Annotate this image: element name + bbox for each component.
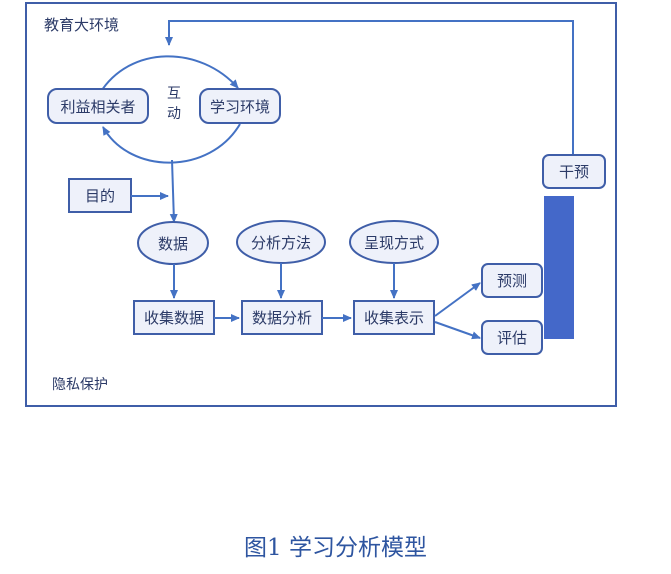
analyze-node xyxy=(241,300,323,335)
environment-label: 教育大环境 xyxy=(44,16,119,34)
analyze-label: 数据分析 xyxy=(252,309,312,327)
represent-to-predict-arrow xyxy=(434,282,481,317)
represent-to-evaluate-arrow xyxy=(434,321,481,340)
stakeholders-label: 利益相关者 xyxy=(60,98,135,116)
evaluate-node xyxy=(481,320,543,355)
goal-label: 目的 xyxy=(85,187,115,205)
privacy-label: 隐私保护 xyxy=(52,377,108,393)
stakeholders-node xyxy=(47,88,149,124)
represent-node xyxy=(353,300,435,335)
intervention-bar xyxy=(544,196,574,339)
feedback-arrow xyxy=(165,20,574,155)
predict-node xyxy=(481,263,543,298)
environment-frame xyxy=(25,2,617,407)
presentation-bubble-label: 呈现方式 xyxy=(364,234,424,252)
methods-bubble-label: 分析方法 xyxy=(251,234,311,252)
data-bubble-label: 数据 xyxy=(158,235,188,253)
cycle-to-data-arrow xyxy=(169,159,178,223)
learning-analytics-diagram: 教育大环境 隐私保护 利益相关者 学习环境 互 动 目的 数据 分析方法 呈现方… xyxy=(25,2,617,407)
interaction-label-line1: 互 xyxy=(167,86,181,102)
intervene-label: 干预 xyxy=(559,163,589,181)
predict-label: 预测 xyxy=(497,272,527,290)
evaluate-label: 评估 xyxy=(497,329,527,347)
collect-label: 收集数据 xyxy=(144,309,204,327)
figure-caption: 图1 学习分析模型 xyxy=(244,535,427,561)
interaction-arc-bottom xyxy=(102,123,241,164)
learning-env-node xyxy=(199,88,281,124)
interaction-label-line2: 动 xyxy=(167,106,181,122)
interaction-arc-top xyxy=(99,55,239,94)
learning-env-label: 学习环境 xyxy=(210,98,270,116)
represent-label: 收集表示 xyxy=(364,309,424,327)
intervene-node xyxy=(542,154,606,189)
